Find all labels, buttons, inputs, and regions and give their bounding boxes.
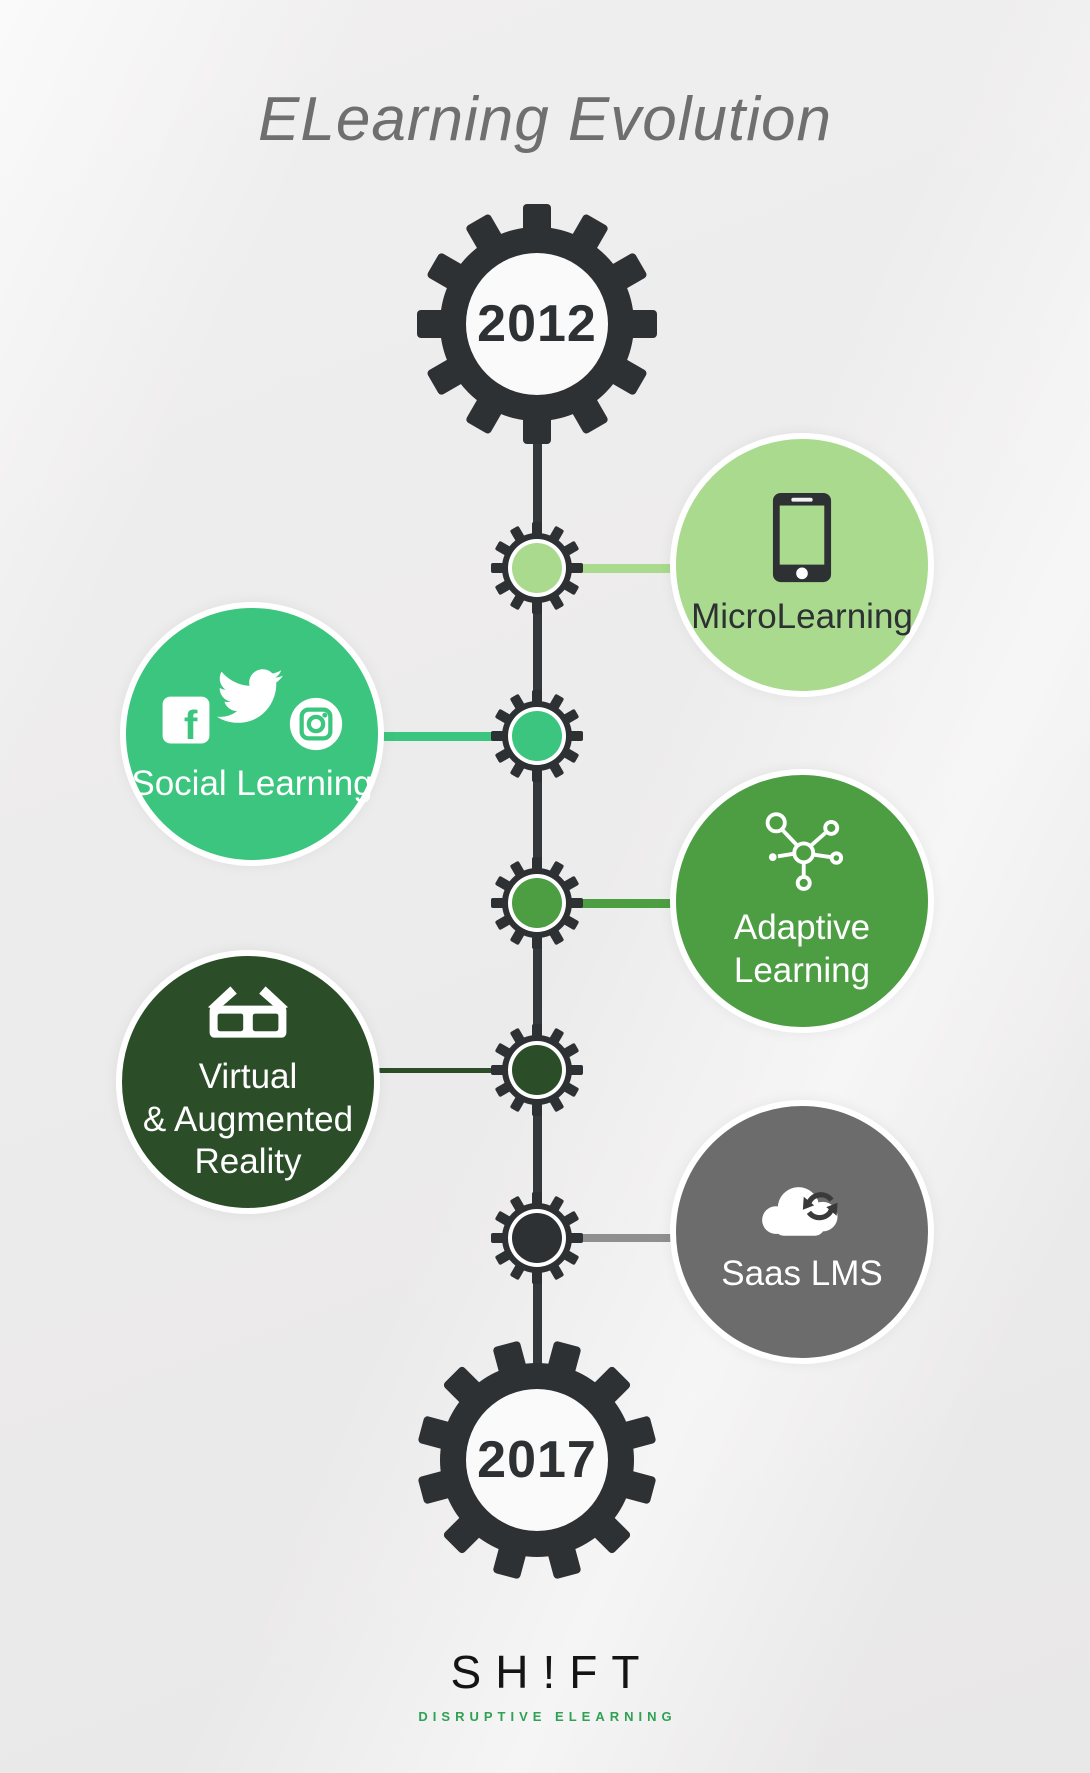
gear-social-learning: [489, 688, 585, 784]
end-year-label: 2017: [477, 1431, 597, 1489]
connector-microlearning: [537, 564, 682, 573]
milestone-adaptive-learning: Adaptive Learning: [670, 769, 934, 1033]
gear-adaptive-learning: [489, 855, 585, 951]
milestone-label-social-learning: Social Learning: [131, 763, 373, 803]
milestone-label-vr: Virtual & Augmented Reality: [142, 1056, 354, 1182]
gear-icon: [417, 204, 657, 444]
milestone-label-saas-lms: Saas LMS: [721, 1254, 883, 1294]
brand-tagline: DISRUPTIVE ELEARNING: [418, 1709, 677, 1724]
milestone-microlearning: MicroLearning: [670, 433, 934, 697]
smartphone-icon: [772, 493, 832, 583]
gear-vr: [489, 1022, 585, 1118]
milestone-vr: Virtual & Augmented Reality: [116, 950, 380, 1214]
connector-adaptive-learning: [537, 899, 682, 908]
instagram-icon: [289, 697, 343, 750]
gear-microlearning: [489, 520, 585, 616]
cloud-sync-icon: [762, 1187, 838, 1236]
twitter-icon: [217, 668, 283, 723]
start-year-label: 2012: [477, 295, 597, 353]
network-icon: [765, 812, 844, 892]
gear-icon: [491, 522, 583, 614]
page-title: ELearning Evolution: [258, 85, 832, 154]
facebook-icon: f: [162, 696, 210, 745]
gear-icon: [491, 690, 583, 782]
milestone-label-adaptive-learning: Adaptive Learning: [733, 908, 871, 990]
milestone-saas-lms: Saas LMS: [670, 1100, 934, 1364]
svg-text:f: f: [184, 701, 198, 744]
gear-icon: [418, 1341, 656, 1579]
brand-logo: SH!FT: [450, 1646, 654, 1698]
gear-icon: [491, 857, 583, 949]
gear-icon: [491, 1024, 583, 1116]
start-year-gear: 2012: [415, 202, 659, 446]
gear-icon: [491, 1192, 583, 1284]
milestone-social-learning: f Social Learning: [120, 602, 384, 866]
gear-saas-lms: [489, 1190, 585, 1286]
milestone-label-microlearning: MicroLearning: [691, 597, 913, 637]
connector-social-learning: [382, 732, 537, 741]
end-year-gear: 2017: [415, 1338, 659, 1582]
connector-saas-lms: [537, 1234, 682, 1242]
connector-vr: [378, 1068, 537, 1073]
social-icons: f: [161, 668, 343, 751]
vr-glasses-icon: [208, 986, 288, 1038]
